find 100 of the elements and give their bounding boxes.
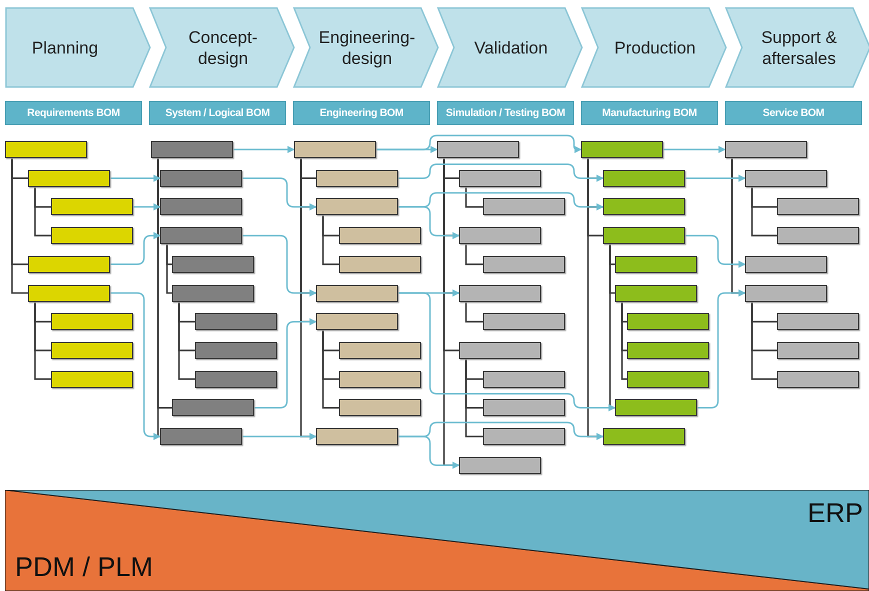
bom-item-bar: [51, 313, 133, 330]
bom-item-bar: [777, 198, 859, 216]
phase-label: Planning: [30, 37, 100, 58]
bom-type-label: Simulation / Testing BOM: [437, 101, 574, 125]
bom-item-bar: [195, 342, 277, 359]
tree-connector: [465, 358, 483, 438]
bom-item-bar: [483, 198, 565, 216]
tree-connector: [751, 302, 777, 380]
bom-item-bar: [777, 313, 859, 330]
bom-type-label: Engineering BOM: [293, 101, 430, 125]
bom-item-bar: [316, 428, 398, 445]
system-label: ERP: [807, 498, 863, 529]
tree-connector: [178, 302, 195, 380]
tree-connector: [587, 158, 603, 438]
bom-item-bar: [28, 284, 110, 302]
mapping-arrow: [254, 318, 317, 409]
bom-item-bar: [195, 313, 277, 330]
tree-connector: [465, 302, 483, 322]
bom-type-label: System / Logical BOM: [149, 101, 286, 125]
mapping-arrow: [110, 232, 161, 266]
bom-item-bar: [725, 141, 807, 158]
bom-type-label: Service BOM: [725, 101, 862, 125]
mapping-arrow: [398, 206, 460, 240]
bom-item-bar: [627, 370, 709, 388]
bom-item-bar: [28, 256, 110, 273]
bom-item-bar: [459, 456, 541, 474]
mapping-arrow: [110, 292, 161, 440]
bom-item-bar: [172, 284, 254, 302]
tree-connector: [322, 215, 339, 266]
mapping-arrow: [376, 134, 582, 154]
phase-label: Validation: [473, 37, 549, 58]
bom-item-bar: [51, 370, 133, 388]
bom-item-bar: [51, 342, 133, 359]
tree-connector: [465, 186, 483, 208]
bom-item-bar: [339, 256, 421, 273]
bom-item-bar: [483, 256, 565, 273]
bom-item-bar: [581, 141, 663, 158]
bom-item-bar: [294, 141, 376, 158]
mapping-arrow: [398, 422, 604, 440]
bom-item-bar: [459, 284, 541, 302]
tree-connector: [465, 244, 483, 266]
bom-item-bar: [603, 198, 685, 216]
mapping-arrow: [133, 203, 161, 211]
bom-item-bar: [339, 370, 421, 388]
bom-item-bar: [5, 141, 87, 158]
bom-item-bar: [777, 342, 859, 359]
phase-label: Production: [613, 37, 697, 58]
tree-connector: [11, 158, 28, 294]
tree-connector: [322, 330, 339, 409]
bom-item-bar: [483, 313, 565, 330]
mapping-arrow: [242, 234, 317, 297]
mapping-arrow: [663, 146, 726, 154]
bom-item-bar: [459, 342, 541, 359]
bom-item-bar: [603, 170, 685, 187]
bom-item-bar: [51, 198, 133, 216]
mapping-arrow: [242, 432, 317, 440]
bom-item-bar: [777, 370, 859, 388]
bom-item-bar: [615, 284, 697, 302]
bom-item-bar: [172, 256, 254, 273]
phase-label: Engineering-design: [318, 26, 416, 68]
bom-item-bar: [627, 342, 709, 359]
mapping-arrow: [110, 174, 161, 182]
bom-item-bar: [316, 313, 398, 330]
mapping-arrow: [233, 146, 295, 154]
bom-item-bar: [195, 370, 277, 388]
phase-label: Support & aftersales: [760, 26, 838, 68]
bom-item-bar: [151, 141, 233, 158]
mapping-arrow: [398, 163, 604, 182]
bom-item-bar: [615, 399, 697, 416]
bom-item-bar: [160, 170, 242, 187]
bom-type-label: Manufacturing BOM: [581, 101, 718, 125]
bom-item-bar: [28, 170, 110, 187]
bom-item-bar: [339, 399, 421, 416]
tree-connector: [34, 302, 51, 380]
bom-item-bar: [316, 284, 398, 302]
tree-connector: [621, 302, 627, 380]
bom-item-bar: [483, 428, 565, 445]
bom-item-bar: [316, 198, 398, 216]
bom-item-bar: [627, 313, 709, 330]
bom-item-bar: [745, 170, 827, 187]
system-label: PDM / PLM: [15, 552, 154, 583]
bom-item-bar: [437, 141, 519, 158]
bom-item-bar: [172, 399, 254, 416]
bom-item-bar: [745, 256, 827, 273]
bom-item-bar: [615, 256, 697, 273]
mapping-arrow: [697, 289, 746, 409]
bom-item-bar: [459, 170, 541, 187]
mapping-arrow: [398, 292, 616, 412]
bom-item-bar: [316, 170, 398, 187]
bom-item-bar: [459, 227, 541, 244]
bom-item-bar: [339, 227, 421, 244]
bom-item-bar: [160, 428, 242, 445]
mapping-arrow: [685, 234, 746, 268]
bom-item-bar: [160, 227, 242, 244]
bom-item-bar: [603, 227, 685, 244]
tree-connector: [731, 158, 745, 294]
bom-item-bar: [777, 227, 859, 244]
bom-item-bar: [745, 284, 827, 302]
bom-item-bar: [483, 370, 565, 388]
bom-item-bar: [339, 342, 421, 359]
